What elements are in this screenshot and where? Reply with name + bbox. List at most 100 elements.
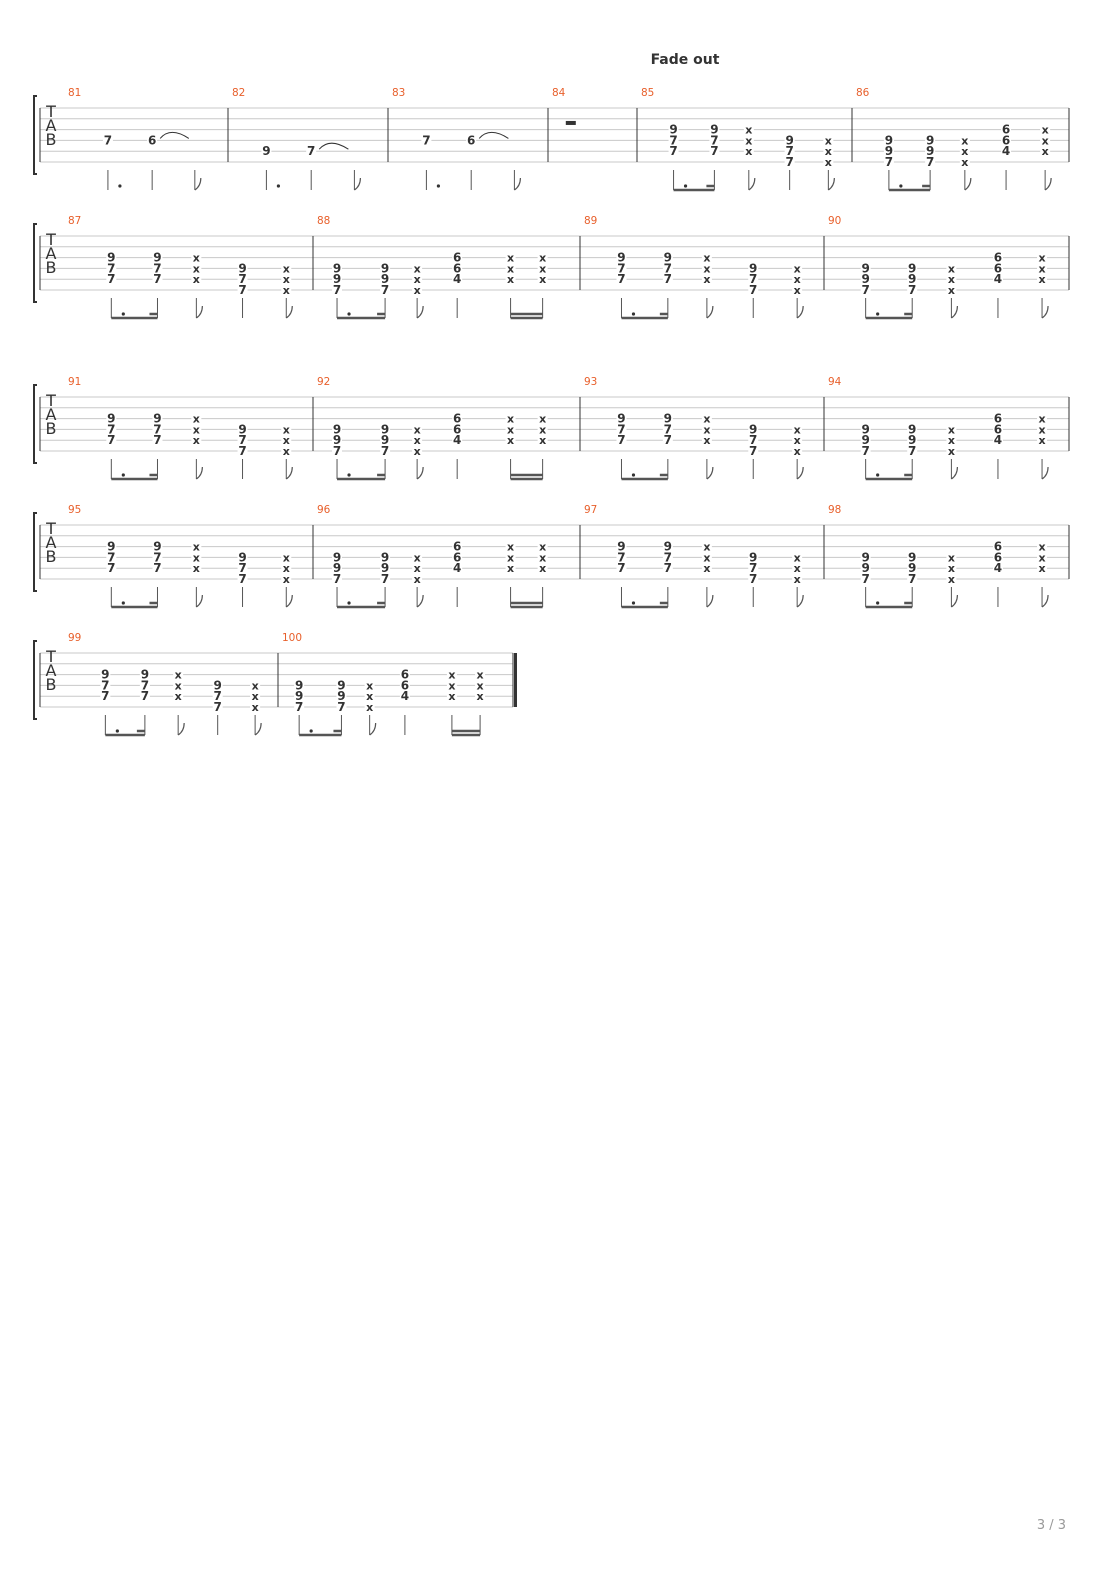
fret-bg [102,135,113,146]
dead-note: x [948,284,955,297]
dead-note: x [948,562,955,575]
fret-bg [748,552,759,563]
tab-clef-letter: T [45,102,56,121]
fret-bg [191,263,202,274]
fret-bg [925,135,936,146]
dead-note: x [175,669,182,682]
eighth-flag [285,305,293,319]
dead-note: x [539,423,546,436]
dead-note: x [175,690,182,703]
fret-bg [106,252,117,263]
fret-number: 6 [453,422,461,436]
dead-note: x [539,562,546,575]
fret-bg [191,563,202,574]
tab-system: TAB99977977xxx977xxx100997997xxx664xxxxx… [33,632,517,737]
tab-clef-letter: T [45,230,56,249]
dead-note: x [1042,145,1049,158]
fret-bg [332,274,343,285]
fret-number: 6 [994,261,1002,275]
fret-number: 9 [908,550,916,564]
eighth-flag [706,466,714,480]
tab-clef-letter: A [46,116,57,135]
fret-bg [662,274,673,285]
fret-number: 7 [238,444,246,458]
fret-bg [399,691,410,702]
fret-bg [191,552,202,563]
fret-bg [336,680,347,691]
dead-note: x [948,434,955,447]
fret-number: 4 [453,433,461,447]
fret-bg [662,263,673,274]
fret-bg [475,691,486,702]
dead-note: x [539,541,546,554]
fret-number: 7 [381,572,389,586]
fret-bg [784,135,795,146]
fret-number: 6 [453,540,461,554]
dead-note: x [448,669,455,682]
tab-clef-letter: A [46,533,57,552]
fret-bg [907,285,918,295]
fret-number: 9 [262,144,270,158]
duration-dot [876,601,880,605]
fret-bg [860,563,871,574]
fret-number: 7 [617,433,625,447]
fret-bg [907,552,918,563]
fret-number: 7 [908,444,916,458]
eighth-flag [748,177,756,191]
fret-number: 6 [401,668,409,682]
fret-bg [792,274,803,285]
fret-bg [250,691,261,702]
fret-bg [743,146,754,157]
tie [159,131,190,139]
fret-number: 9 [295,678,303,692]
fret-bg [191,252,202,263]
dead-note: x [948,573,955,586]
fret-bg [332,563,343,574]
fret-number: 7 [381,283,389,297]
dead-note: x [794,423,801,436]
fret-bg [946,263,957,274]
fret-number: 7 [749,283,757,297]
fret-number: 9 [885,133,893,147]
fret-number: 9 [861,433,869,447]
dead-note: x [477,669,484,682]
fret-number: 9 [153,412,161,426]
dead-note: x [193,262,200,275]
dead-note: x [283,573,290,586]
fret-bg [281,574,292,584]
fret-bg [992,424,1003,435]
fret-bg [452,541,463,552]
duration-dot [121,601,125,605]
fret-bg [475,680,486,691]
dead-note: x [961,145,968,158]
tab-system: TAB87977977xxx977xxx88997997xxx664xxxxxx… [33,215,1070,320]
fret-bg [505,263,516,274]
fret-bg [883,157,894,167]
fret-number: 9 [664,251,672,265]
fret-number: 9 [617,540,625,554]
tab-clef-letter: B [46,547,57,566]
fret-bg [412,274,423,285]
fret-number: 4 [453,561,461,575]
fret-bg [100,680,111,691]
fret-bg [860,285,871,295]
fade-out-annotation: Fade out [650,52,720,68]
fret-number: 9 [664,412,672,426]
fret-bg [709,146,720,157]
fret-bg [662,435,673,446]
fret-bg [100,669,111,680]
fret-bg [1001,124,1012,135]
dead-note: x [507,423,514,436]
fret-bg [281,285,292,295]
fret-bg [959,146,970,157]
dead-note: x [366,701,373,714]
fret-number: 7 [617,550,625,564]
fret-number: 7 [664,272,672,286]
